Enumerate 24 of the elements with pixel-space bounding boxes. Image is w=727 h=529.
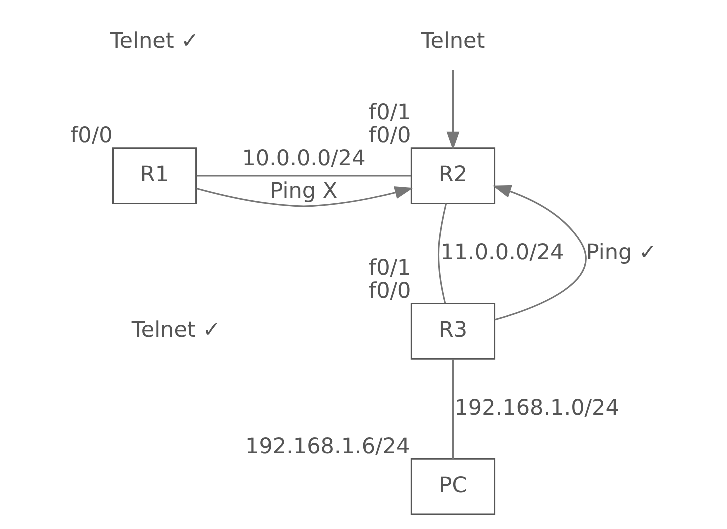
connector [452, 359, 454, 460]
node-label: 192.168.1.6/24 [245, 434, 410, 460]
node-box: R2 [410, 148, 496, 204]
label: Telnet ✓ [110, 28, 199, 54]
edge-label: Ping X [270, 178, 338, 204]
arrow [196, 186, 413, 208]
node-box: PC [410, 458, 496, 516]
node-label: f0/1 [368, 256, 411, 281]
node-label: f0/1 [368, 100, 411, 126]
connector [196, 175, 411, 177]
edge-label: Ping ✓ [586, 240, 657, 266]
node-text: Telnet [420, 28, 485, 54]
node-label: f0/0 [70, 124, 112, 148]
node-label: f0/0 [368, 124, 411, 148]
node-label: f0/0 [368, 278, 411, 304]
connector [438, 204, 447, 304]
node-box: R3 [410, 302, 496, 360]
arrow [446, 70, 460, 150]
edge-label: 192.168.1.0/24 [454, 396, 619, 421]
label: Telnet ✓ [131, 318, 220, 344]
arrow [492, 185, 586, 321]
edge-label: 10.0.0.0/24 [242, 146, 366, 172]
edge-label: 11.0.0.0/24 [440, 240, 564, 266]
node-box: R1 [112, 148, 197, 204]
